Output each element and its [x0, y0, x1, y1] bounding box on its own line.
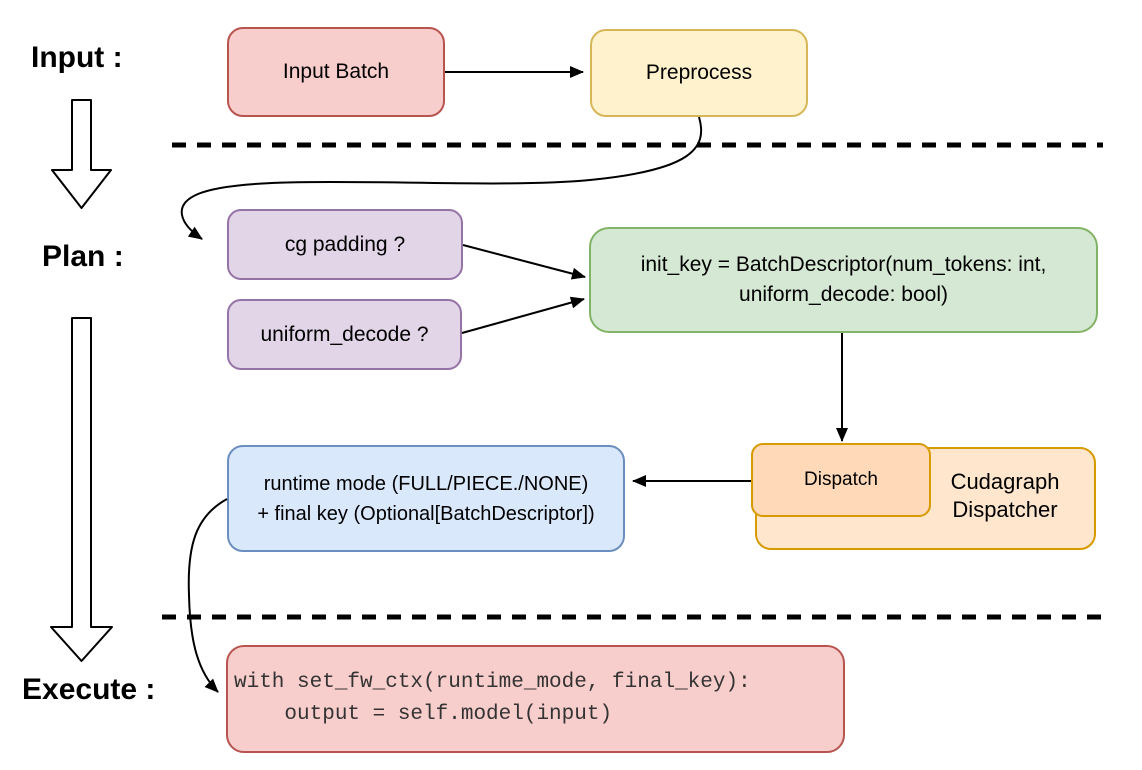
execute-code-node: with set_fw_ctx(runtime_mode, final_key)…: [226, 645, 845, 753]
dispatch-node: Dispatch: [751, 443, 931, 517]
cg-padding-node: cg padding ?: [227, 209, 463, 280]
cg-padding-label: cg padding ?: [284, 232, 406, 256]
input-to-plan-arrow-icon: [51, 99, 112, 209]
section-label-input: Input :: [31, 41, 123, 74]
runtime-mode-line1: runtime mode (FULL/PIECE./NONE): [263, 472, 589, 495]
input-batch-node: Input Batch: [227, 27, 445, 117]
init-key-line2: uniform_decode: bool): [739, 283, 948, 306]
init-key-node: init_key = BatchDescriptor(num_tokens: i…: [589, 227, 1098, 333]
arrow-runtime-to-code: [187, 498, 228, 693]
input-batch-label: Input Batch: [282, 60, 390, 83]
plan-to-execute-arrow-icon: [50, 317, 113, 662]
runtime-mode-line2: + final key (Optional[BatchDescriptor]): [257, 502, 595, 525]
cudagraph-dispatcher-label: Cudagraph Dispatcher: [950, 469, 1060, 522]
section-label-execute: Execute :: [22, 673, 156, 706]
arrow-cgpadding-to-initkey: [462, 244, 586, 280]
runtime-mode-node: runtime mode (FULL/PIECE./NONE) + final …: [227, 445, 625, 552]
uniform-decode-node: uniform_decode ?: [227, 299, 462, 370]
init-key-line1: init_key = BatchDescriptor(num_tokens: i…: [640, 253, 1047, 276]
section-label-plan: Plan :: [42, 240, 124, 273]
dispatch-label: Dispatch: [804, 469, 878, 490]
execute-code-line1: with set_fw_ctx(runtime_mode, final_key)…: [234, 671, 751, 694]
uniform-decode-label: uniform_decode ?: [260, 322, 429, 346]
execute-code-line2: output = self.model(input): [234, 703, 613, 726]
preprocess-label: Preprocess: [645, 61, 753, 84]
preprocess-node: Preprocess: [590, 29, 808, 117]
arrow-uniformdecode-to-initkey: [461, 296, 585, 334]
